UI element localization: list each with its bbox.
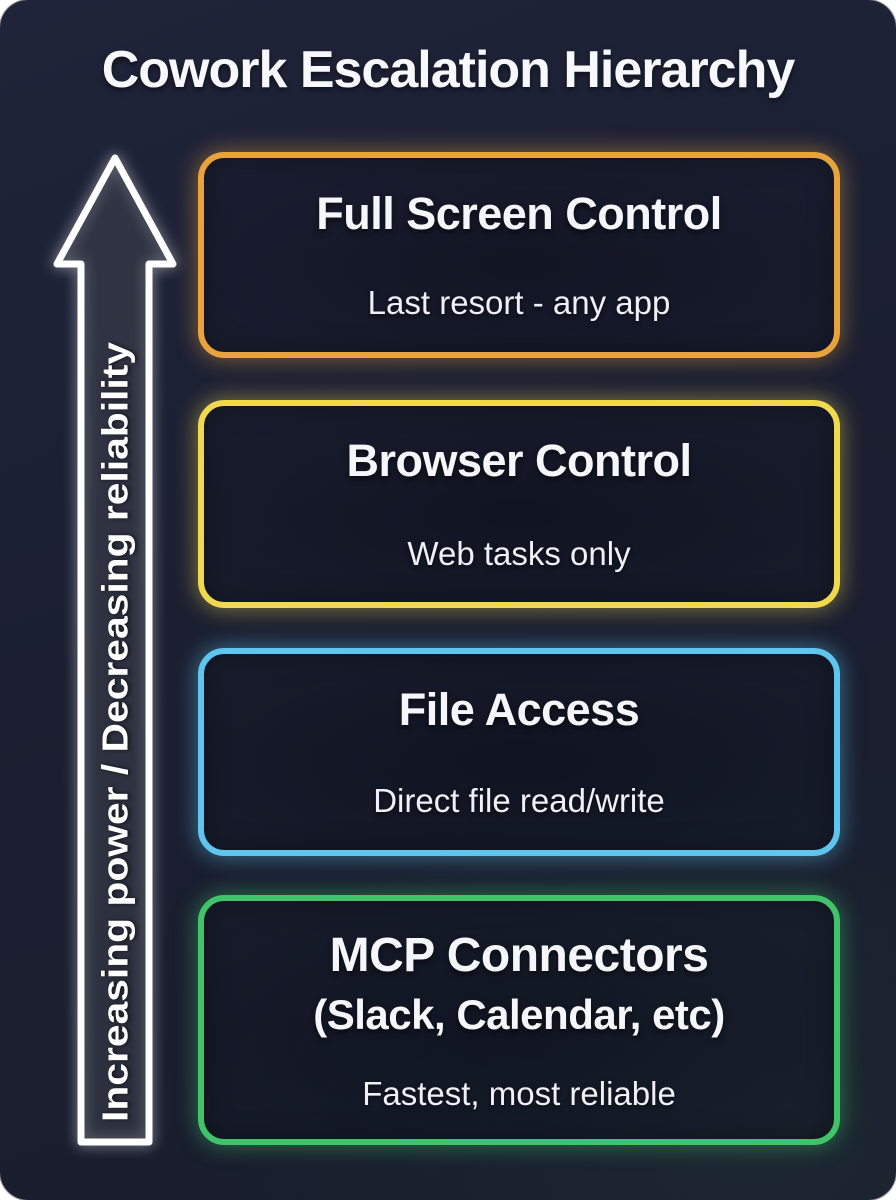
level-note: Direct file read/write: [373, 782, 665, 819]
level-note: Last resort - any app: [367, 284, 671, 321]
level-full-screen-control: Full Screen Control Last resort - any ap…: [198, 152, 840, 358]
level-browser-control: Browser Control Web tasks only: [198, 400, 840, 608]
arrow-outline-shape: [53, 154, 177, 1146]
level-name: Browser Control: [346, 435, 692, 486]
level-name: MCP Connectors: [329, 928, 709, 982]
level-file-access: File Access Direct file read/write: [198, 648, 840, 856]
up-arrow-icon: Increasing power / Decreasing reliabilit…: [48, 150, 184, 1150]
level-note: Web tasks only: [407, 535, 631, 572]
level-mcp-connectors: MCP Connectors (Slack, Calendar, etc) Fa…: [198, 895, 840, 1145]
level-subtitle: (Slack, Calendar, etc): [313, 990, 725, 1038]
level-note: Fastest, most reliable: [362, 1074, 676, 1112]
axis-arrow-label: Increasing power / Decreasing reliabilit…: [95, 342, 136, 1122]
level-name: File Access: [398, 684, 640, 735]
page-title: Cowork Escalation Hierarchy: [101, 41, 796, 99]
level-name: Full Screen Control: [316, 188, 722, 239]
